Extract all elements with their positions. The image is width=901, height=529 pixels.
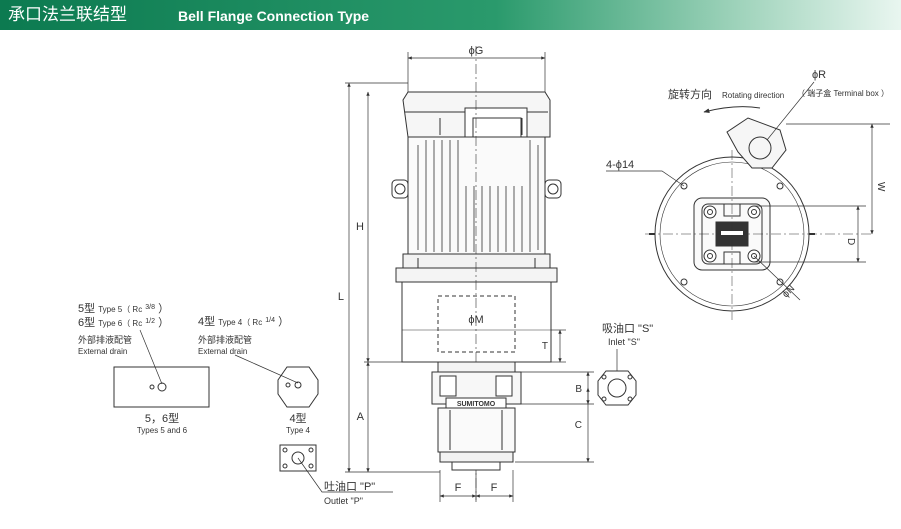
dimension-b: B <box>575 384 582 395</box>
terminal-box-label: （ 端子盒 Terminal box ） <box>797 88 889 98</box>
inlet-port-view <box>597 370 637 406</box>
type4-line: 4型 Type 4（ Rc 1/4 ） <box>198 313 289 328</box>
drain-label-zh-56: 外部排液配管 <box>78 334 132 345</box>
dimension-w: W <box>875 182 886 192</box>
drain-label-en-56: External drain <box>78 347 127 356</box>
header-title-zh: 承口法兰联结型 <box>8 5 127 25</box>
top-view <box>645 117 872 320</box>
drain-port-icon <box>157 382 167 392</box>
type6-line: 6型 Type 6（ Rc 1/2 ） <box>78 314 169 329</box>
dimension-h: H <box>356 221 364 233</box>
phi-r-leader <box>766 81 815 141</box>
dimension-phi-g: ϕG <box>469 45 484 57</box>
types56-caption-en: Types 5 and 6 <box>137 426 188 435</box>
dimension-phi-r: ϕR <box>812 69 826 81</box>
dimension-f-right: F <box>491 482 498 494</box>
dimension-f-left: F <box>455 482 462 494</box>
phi-n-leader <box>753 255 801 301</box>
header-title-en: Bell Flange Connection Type <box>178 8 370 24</box>
inlet-label-zh: 吸油口 "S" <box>602 321 653 335</box>
outlet-label-zh: 吐油口 "P" <box>324 479 375 493</box>
types56-leader <box>139 329 163 385</box>
type4-port-icon <box>294 381 302 389</box>
hole-leader <box>606 170 685 187</box>
brand-label: SUMITOMO <box>457 401 496 408</box>
rotation-arrow-icon <box>703 106 761 113</box>
dimension-c: C <box>575 420 582 431</box>
type4-caption-en: Type 4 <box>286 426 311 435</box>
dimension-lines <box>345 52 594 502</box>
type4-plug-icon <box>285 382 291 388</box>
motor-fins <box>417 140 539 252</box>
outlet-leader <box>297 457 393 493</box>
types56-drain-view <box>113 366 210 408</box>
inlet-label-en: Inlet "S" <box>608 337 640 347</box>
dimension-a: A <box>357 411 365 423</box>
type4-drain-view <box>277 366 319 408</box>
types56-caption-zh: 5，6型 <box>145 411 179 425</box>
dimension-t: T <box>542 341 548 352</box>
outlet-label-en: Outlet "P" <box>324 496 363 506</box>
type4-leader <box>234 354 299 384</box>
dimension-phi-m: ϕM <box>468 314 483 326</box>
drain-label-zh-4: 外部排液配管 <box>198 334 252 345</box>
type5-line: 5型 Type 5（ Rc 3/8 ） <box>78 300 169 315</box>
dimension-d: D <box>845 238 856 245</box>
side-view <box>391 46 562 500</box>
drain-label-en-4: External drain <box>198 347 247 356</box>
nameplate-strip <box>721 231 743 235</box>
dimension-l: L <box>338 291 344 303</box>
hole-callout: 4-ϕ14 <box>606 159 634 171</box>
rotating-label-en: Rotating direction <box>722 91 784 100</box>
rotating-label-zh: 旋转方向 <box>668 87 712 101</box>
page-header: 承口法兰联结型 Bell Flange Connection Type <box>0 0 901 30</box>
drain-plug-icon <box>149 384 155 390</box>
top-view-dimension-lines <box>754 123 890 263</box>
type4-caption-zh: 4型 <box>289 411 306 425</box>
